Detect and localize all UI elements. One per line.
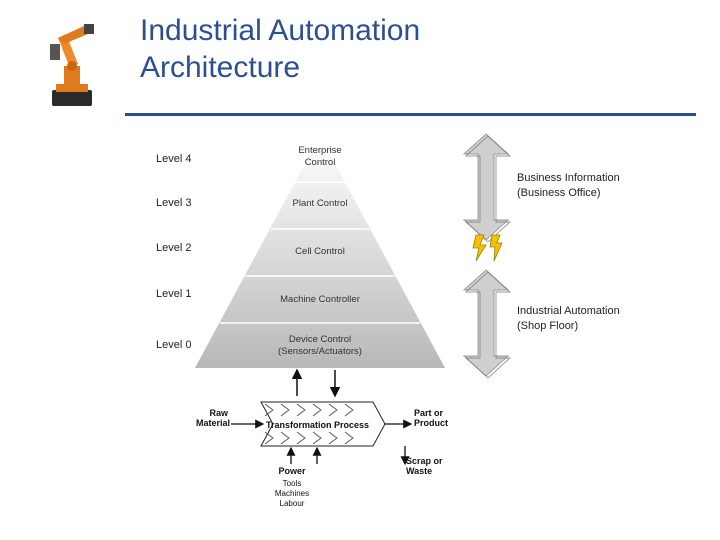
tier-device-line1: Device Control: [288, 334, 352, 345]
industrial-line1: Industrial Automation: [517, 305, 620, 317]
tier-machine-controller: Machine Controller: [280, 294, 360, 305]
automation-pyramid: [195, 136, 445, 368]
raw-line2: Material: [196, 418, 231, 428]
business-double-arrow-icon: [462, 133, 511, 242]
machines-label: Machines: [274, 489, 310, 498]
pyramid-shape: [195, 136, 445, 368]
title-underline: [125, 113, 696, 116]
tier-device-control: Device Control (Sensors/Actuators): [250, 334, 390, 358]
scrap-or-waste-label: Scrap or Waste: [406, 456, 443, 476]
tier-cell-control: Cell Control: [295, 246, 345, 257]
business-line2: (Business Office): [517, 187, 601, 199]
slide-title: Industrial Automation Architecture: [140, 12, 420, 86]
raw-material-label: Raw Material: [196, 408, 231, 428]
raw-line1: Raw: [209, 408, 228, 418]
level-3-label: Level 3: [156, 197, 192, 209]
business-information-label: Business Information (Business Office): [517, 171, 620, 201]
inputs-list: Tools Machines Labour: [270, 479, 314, 509]
industrial-double-arrow-icon: [462, 269, 511, 378]
level-2-label: Level 2: [156, 242, 192, 254]
industrial-robot-icon: [50, 24, 94, 106]
title-line-2: Architecture: [140, 51, 301, 84]
process-flow-diagram: [231, 368, 413, 466]
tier-enterprise-line2: Control: [304, 157, 336, 168]
industrial-line2: (Shop Floor): [517, 320, 579, 332]
level-0-label: Level 0: [156, 339, 192, 351]
tier-device-line2: (Sensors/Actuators): [278, 346, 362, 357]
tools-label: Tools: [282, 479, 302, 488]
tier-plant-control: Plant Control: [292, 198, 348, 209]
part-line1: Part or: [414, 408, 444, 418]
scrap-line1: Scrap or: [406, 456, 443, 466]
industrial-automation-label: Industrial Automation (Shop Floor): [517, 304, 620, 334]
part-line2: Product: [414, 418, 449, 428]
tier-enterprise-line1: Enterprise: [298, 145, 342, 156]
tier-enterprise-control: Enterprise Control: [270, 145, 370, 169]
title-line-1: Industrial Automation: [140, 14, 421, 47]
business-line1: Business Information: [517, 172, 620, 184]
power-label: Power: [278, 466, 306, 476]
level-4-label: Level 4: [156, 153, 192, 165]
scrap-line2: Waste: [406, 466, 433, 476]
transformation-process-label: Transformation Process: [266, 420, 370, 430]
part-or-product-label: Part or Product: [414, 408, 448, 428]
level-1-label: Level 1: [156, 288, 192, 300]
lightning-bolt-icon: [472, 234, 503, 262]
labour-label: Labour: [279, 499, 305, 508]
